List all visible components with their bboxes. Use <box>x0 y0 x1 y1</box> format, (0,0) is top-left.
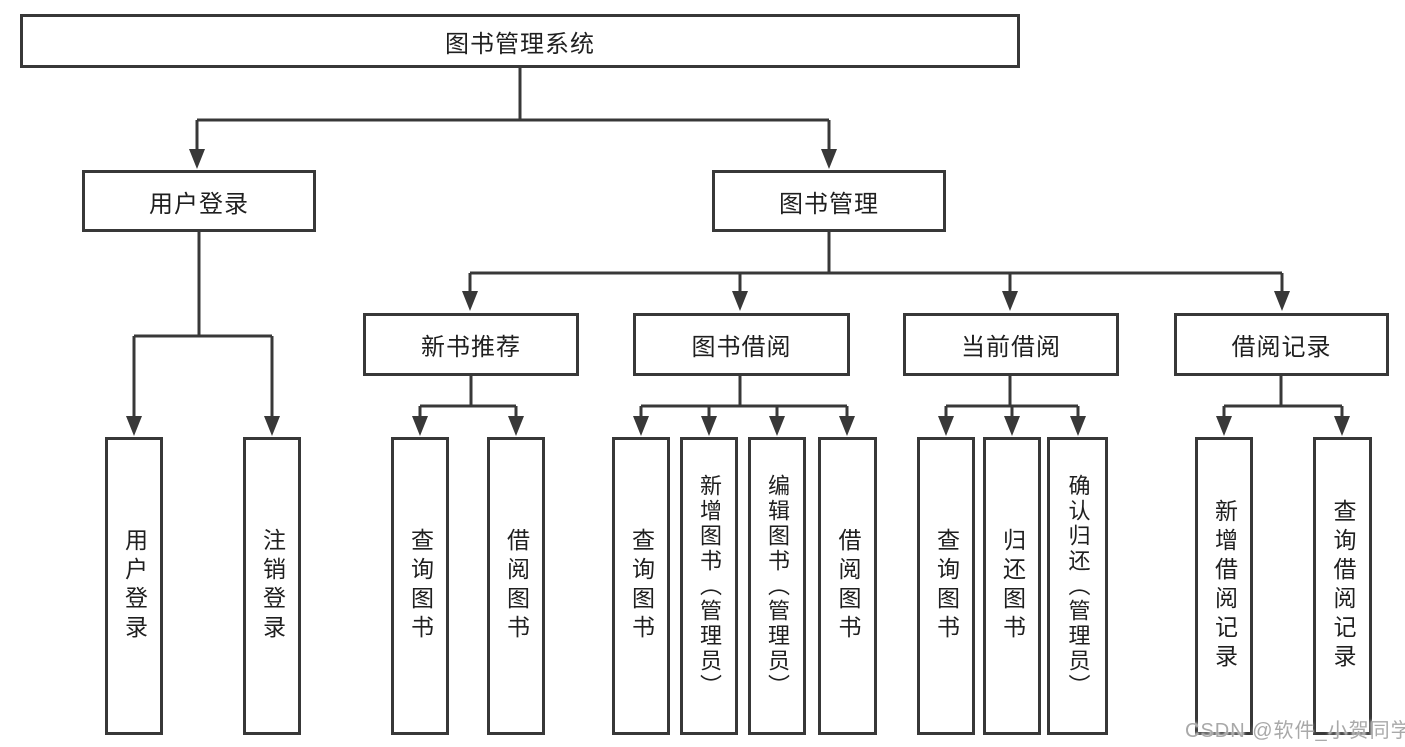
arrow-down-icon <box>126 416 142 436</box>
node-label: 编辑图书（管理员） <box>765 473 790 699</box>
node-label: 注销登录 <box>259 528 286 644</box>
node-label: 当前借阅 <box>961 334 1061 361</box>
arrow-down-icon <box>508 416 524 436</box>
node-query-books-recommend: 查询图书 <box>391 437 449 735</box>
node-label: 图书管理 <box>779 190 879 218</box>
node-label: 新增借阅记录 <box>1211 499 1238 673</box>
arrow-down-icon <box>938 416 954 436</box>
node-label: 查询图书 <box>407 528 434 644</box>
arrow-down-icon <box>412 416 428 436</box>
node-query-books-current: 查询图书 <box>917 437 975 735</box>
arrow-down-icon <box>1004 416 1020 436</box>
node-return-books: 归还图书 <box>983 437 1041 735</box>
node-label: 借阅图书 <box>503 528 530 644</box>
node-label: 归还图书 <box>999 528 1026 644</box>
node-label: 查询借阅记录 <box>1330 499 1356 673</box>
node-current-borrowing: 当前借阅 <box>903 313 1119 376</box>
arrow-down-icon <box>1216 416 1232 436</box>
node-book-management-branch: 图书管理 <box>712 170 946 232</box>
arrow-down-icon <box>732 291 748 311</box>
node-confirm-return-admin: 确认归还（管理员） <box>1047 437 1108 735</box>
node-label: 查询图书 <box>933 528 960 644</box>
arrow-down-icon <box>462 291 478 311</box>
node-label: 确认归还（管理员） <box>1065 473 1091 699</box>
arrow-down-icon <box>821 149 837 169</box>
node-label: 图书管理系统 <box>445 30 595 58</box>
arrow-down-icon <box>264 416 280 436</box>
arrow-down-icon <box>1274 291 1290 311</box>
node-label: 用户登录 <box>121 528 148 644</box>
node-book-borrowing: 图书借阅 <box>633 313 850 376</box>
node-logout: 注销登录 <box>243 437 301 735</box>
node-label: 借阅图书 <box>835 528 861 644</box>
node-label: 查询图书 <box>628 528 655 644</box>
node-label: 新书推荐 <box>421 334 521 361</box>
node-label: 新增图书（管理员） <box>697 473 722 699</box>
node-query-borrow-record: 查询借阅记录 <box>1313 437 1372 735</box>
node-borrow-books: 借阅图书 <box>818 437 877 735</box>
node-edit-books-admin: 编辑图书（管理员） <box>748 437 806 735</box>
node-query-books-borrowing: 查询图书 <box>612 437 670 735</box>
node-new-book-recommendation: 新书推荐 <box>363 313 579 376</box>
csdn-watermark: CSDN @软件_小贺同学 <box>1185 720 1405 742</box>
arrow-down-icon <box>633 416 649 436</box>
arrow-down-icon <box>1002 291 1018 311</box>
node-add-books-admin: 新增图书（管理员） <box>680 437 738 735</box>
node-user-login-branch: 用户登录 <box>82 170 316 232</box>
node-user-login: 用户登录 <box>105 437 163 735</box>
arrow-down-icon <box>1070 416 1086 436</box>
node-borrow-books-recommend: 借阅图书 <box>487 437 545 735</box>
arrow-down-icon <box>701 416 717 436</box>
arrow-down-icon <box>839 416 855 436</box>
node-label: 用户登录 <box>149 190 249 218</box>
arrow-down-icon <box>189 149 205 169</box>
node-label: 图书借阅 <box>691 334 792 361</box>
arrow-down-icon <box>769 416 785 436</box>
node-borrowing-records: 借阅记录 <box>1174 313 1389 376</box>
node-library-management-system: 图书管理系统 <box>20 14 1020 68</box>
node-add-borrow-record: 新增借阅记录 <box>1195 437 1253 735</box>
arrow-down-icon <box>1334 416 1350 436</box>
node-label: 借阅记录 <box>1231 334 1332 361</box>
